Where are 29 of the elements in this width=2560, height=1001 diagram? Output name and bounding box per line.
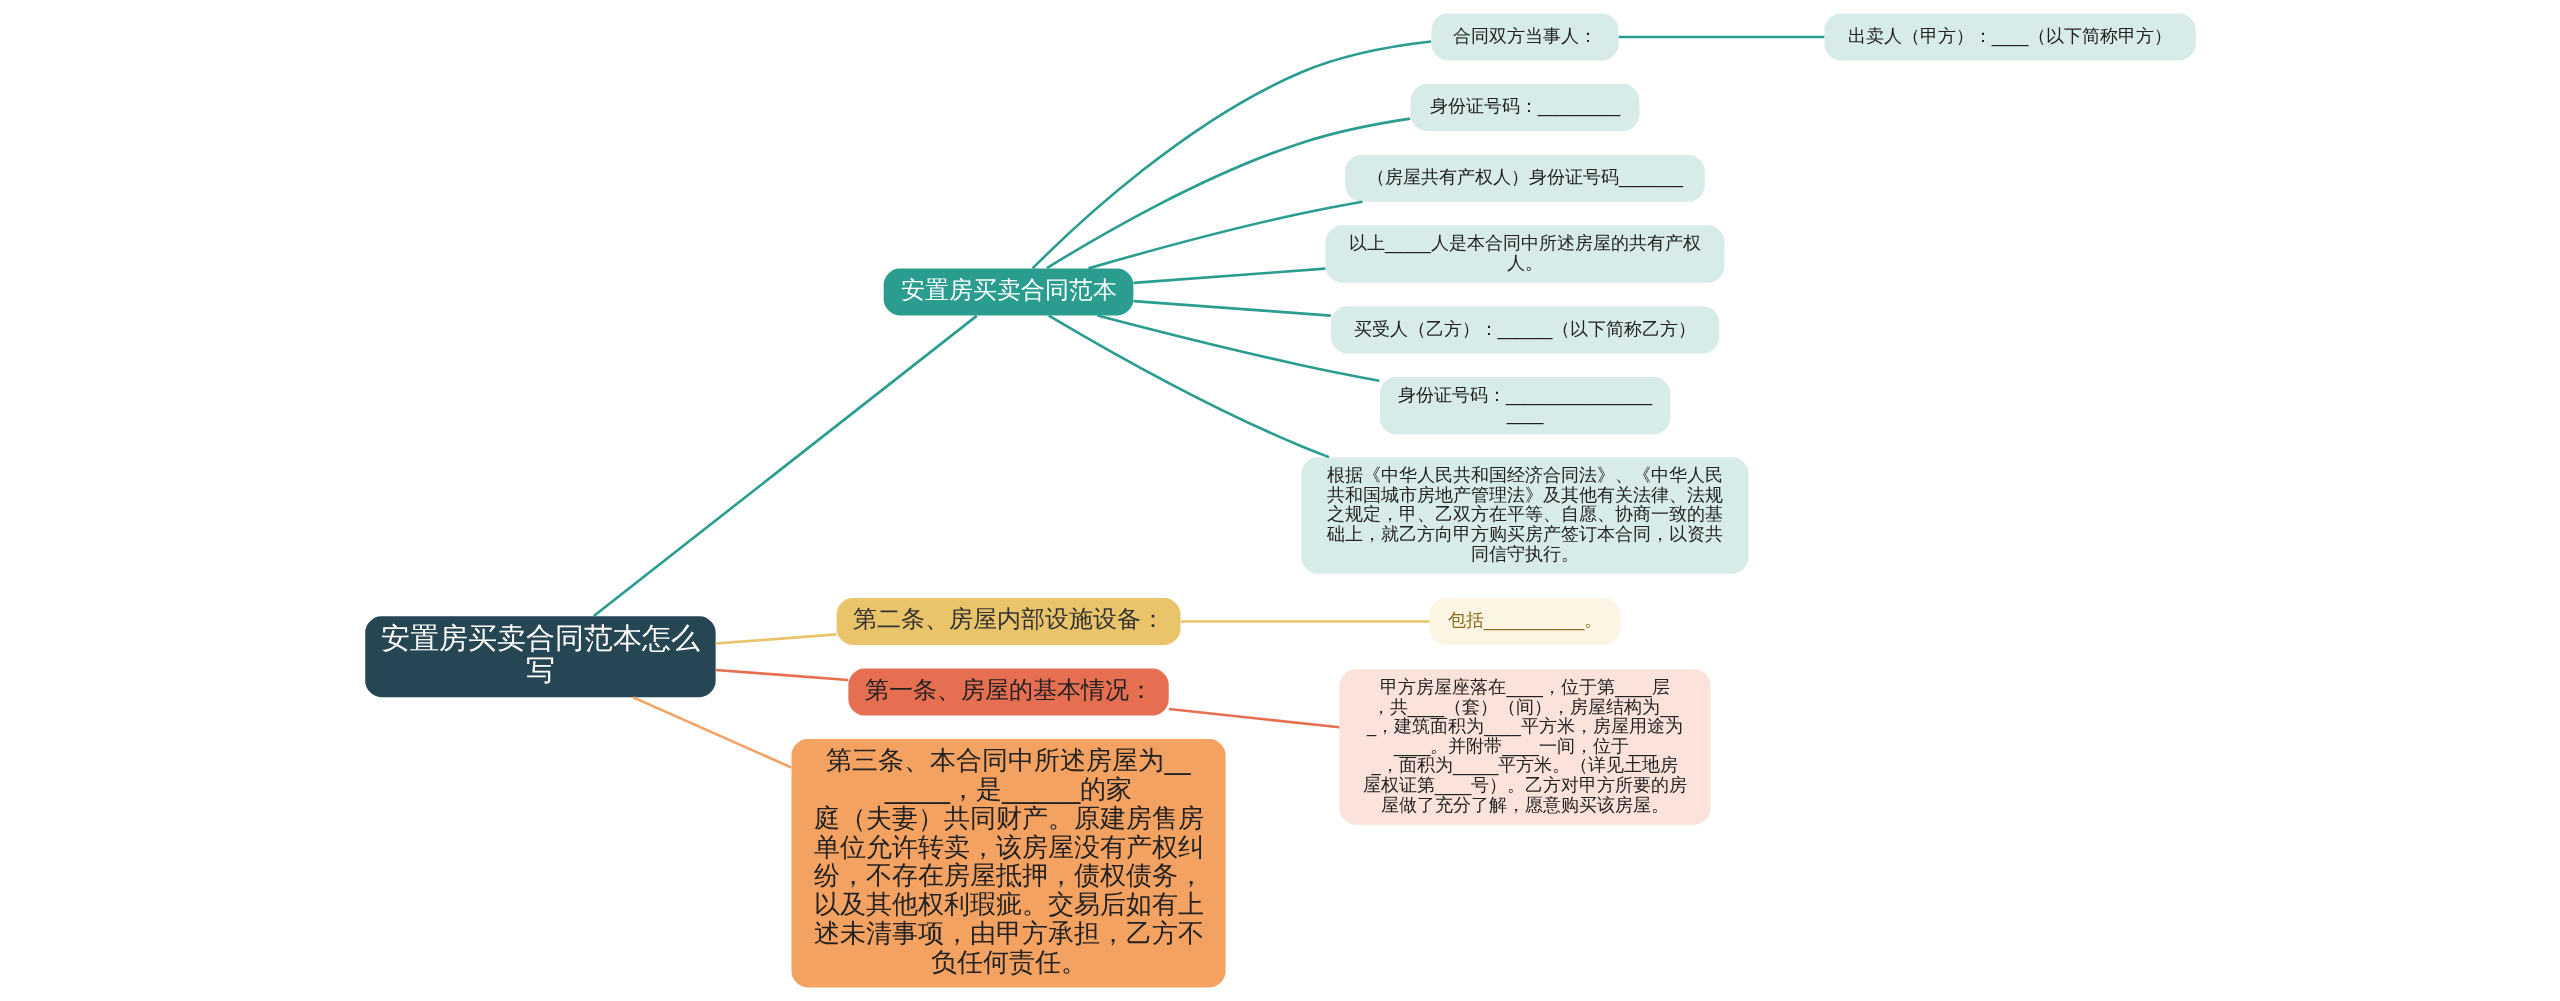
connector (1045, 117, 1410, 270)
connector (715, 668, 848, 682)
connector (1132, 267, 1325, 285)
connector (1132, 299, 1331, 317)
node-box: 身份证号码：_________ (1410, 84, 1639, 132)
connector (1168, 707, 1339, 729)
node-box: 甲方房屋座落在____，位于第____层，共____（套）（间），房屋结构为___，建筑面积为____平方米，房屋用途为____。并附带____一间，位于____，面积为_____平方米。（详见土地房屋权证第____号）。乙方对甲方所要的房屋做了充分了解，愿意购买该房屋。 (1338, 669, 1711, 825)
node-box: 安置房买卖合同范本 (883, 268, 1133, 316)
node-box: 第二条、房屋内部设施设备： (836, 597, 1180, 645)
node-box: 出卖人（甲方）：____（以下简称甲方） (1823, 13, 2196, 61)
node-box: 买受人（乙方）：______（以下简称乙方） (1330, 306, 1719, 354)
node-box: 安置房买卖合同范本怎么写 (364, 616, 716, 698)
connector (1618, 35, 1824, 39)
node-box: 身份证号码：____________________ (1379, 376, 1670, 435)
connector (592, 314, 977, 617)
node-box: 第三条、本合同中所述房屋为_______，是______的家庭（夫妻）共同财产。原建房售房单位允许转卖，该房屋没有产权纠纷，不存在房屋抵押，债权债务，以及其他权利瑕疵。交易后如有上述未清事项，由甲方承担，乙方不负任何责任。 (791, 739, 1226, 988)
connector (715, 633, 837, 645)
connector (1047, 314, 1329, 459)
connector (1031, 40, 1431, 270)
node-box: 合同双方当事人： (1431, 13, 1618, 61)
connector (1087, 200, 1363, 270)
node-box: 以上_____人是本合同中所述房屋的共有产权人。 (1325, 225, 1724, 283)
connector (1096, 314, 1380, 383)
connector (1180, 620, 1429, 623)
node-box: 根据《中华人民共和国经济合同法》、《中华人民共和国城市房地产管理法》及其他有关法律、法规之规定，甲、乙双方在平等、自愿、协商一致的基础上，就乙方向甲方购买房产签订本合同，以资共同信守执行。 (1300, 457, 1749, 574)
node-box: 包括___________。 (1429, 597, 1620, 645)
node-box: 第一条、房屋的基本情况： (847, 668, 1169, 716)
node-box: （房屋共有产权人）身份证号码_______ (1344, 154, 1705, 202)
connector (632, 696, 792, 769)
